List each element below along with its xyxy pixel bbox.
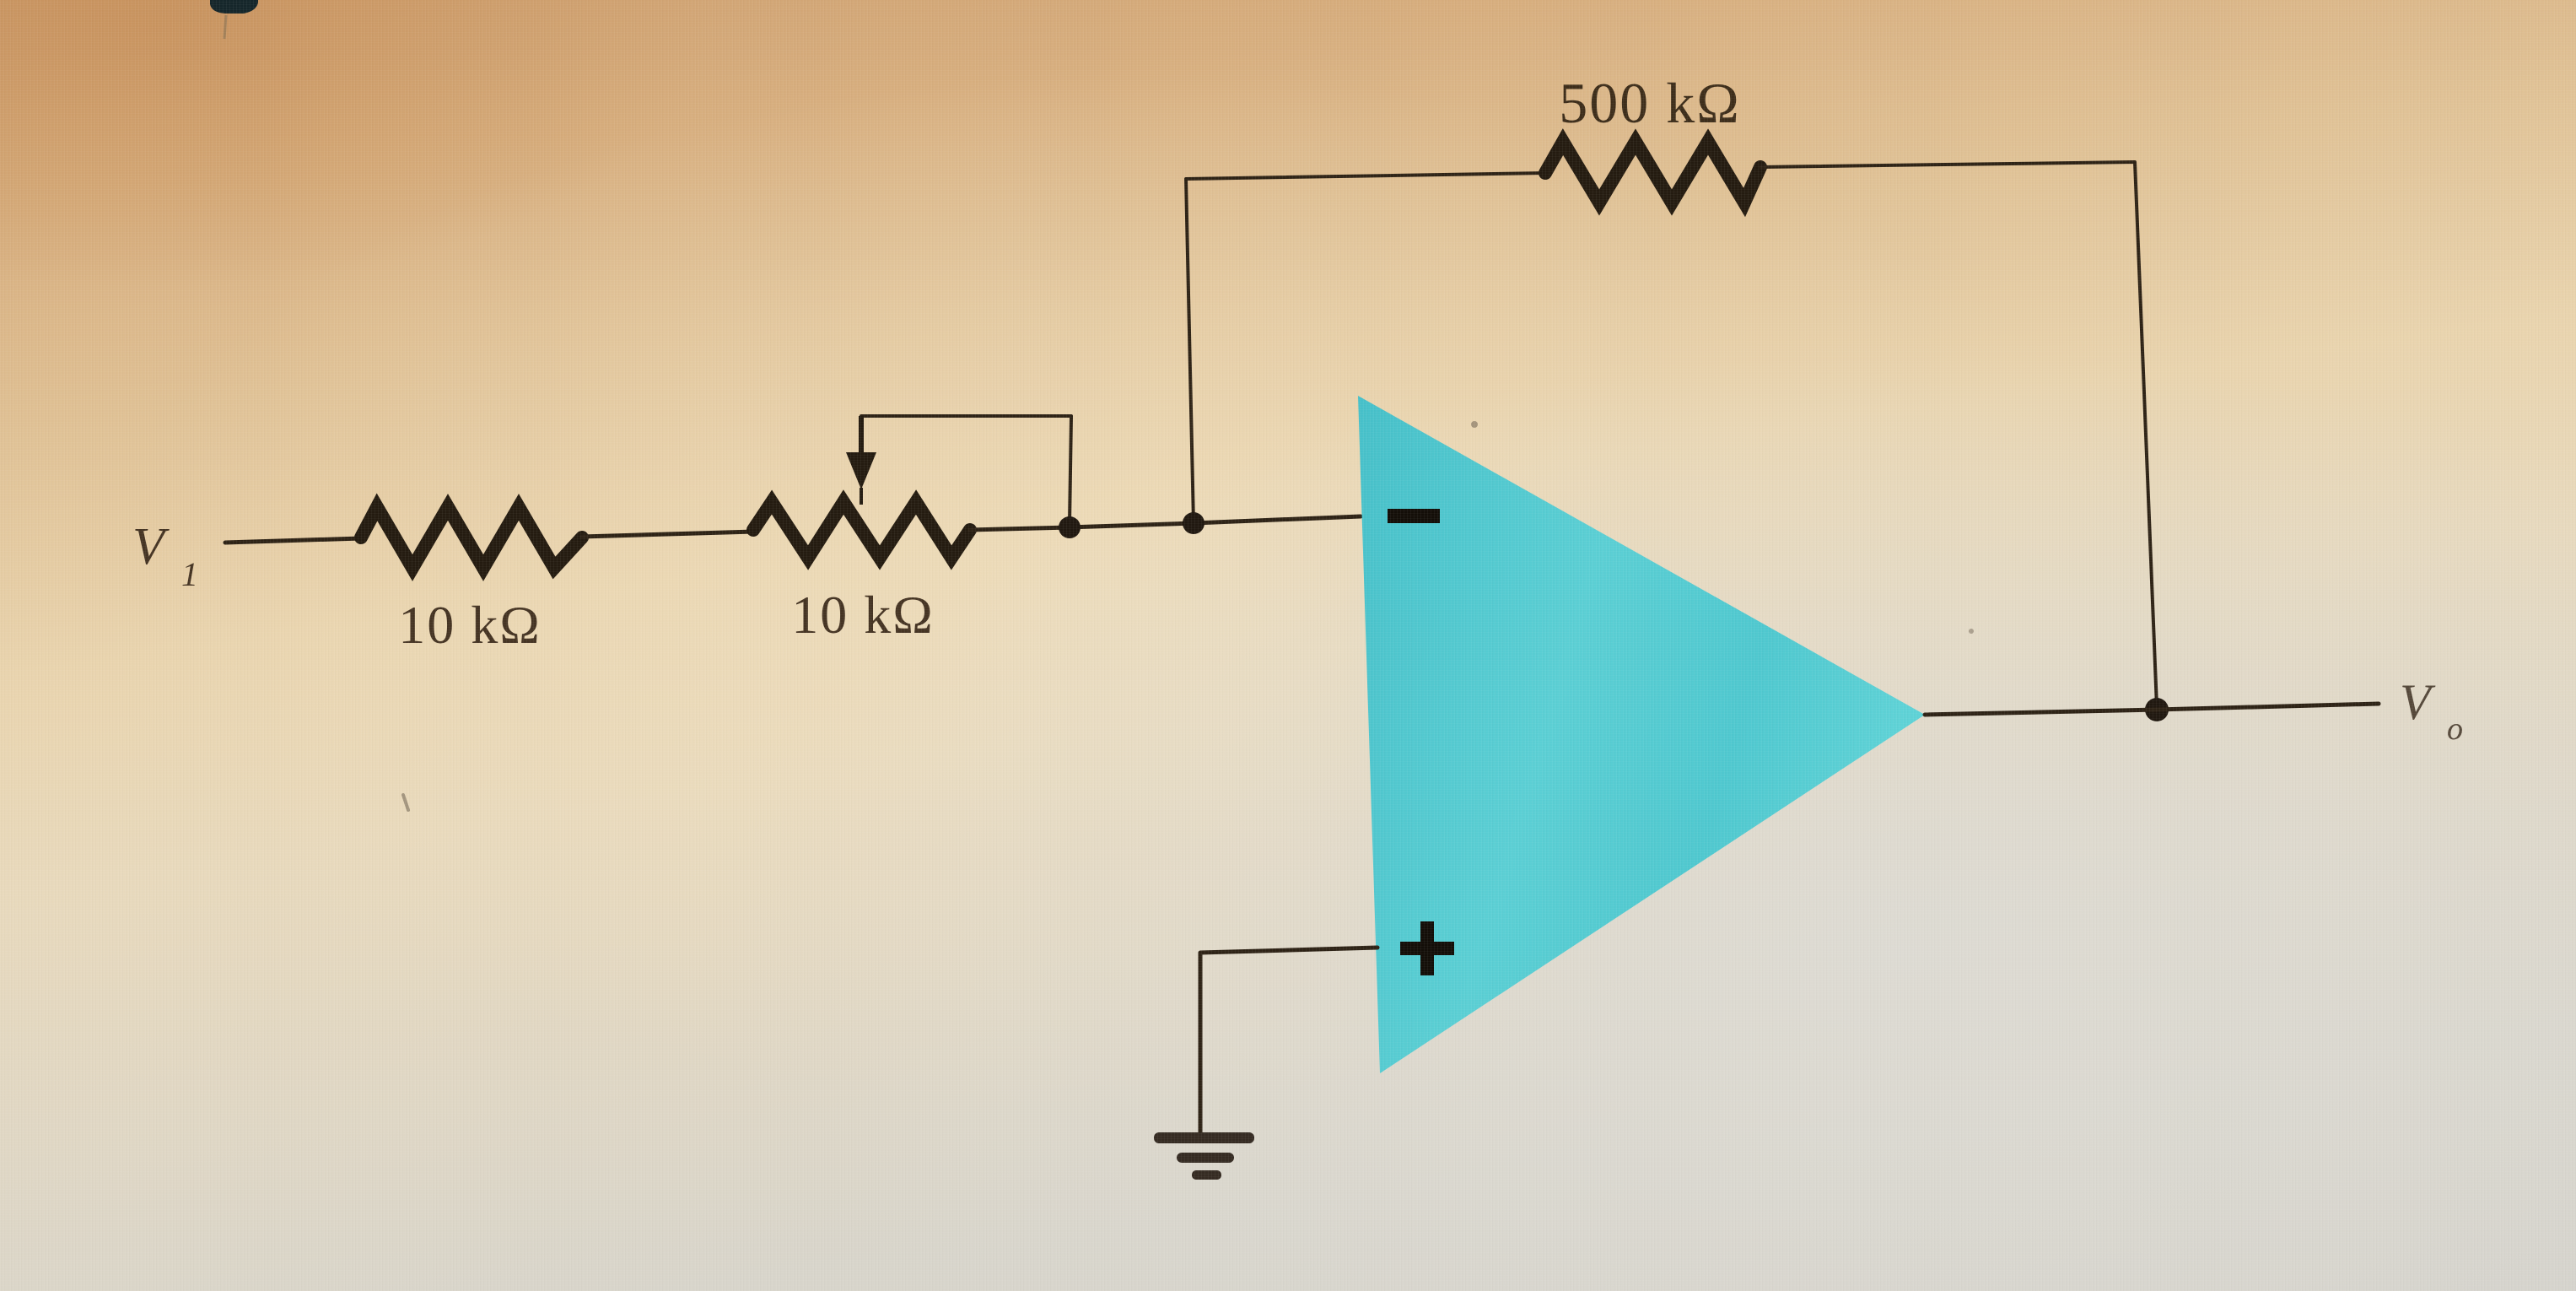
wiper-arrow-icon xyxy=(846,416,876,505)
input-voltage-label: V xyxy=(132,518,170,575)
stray-mark xyxy=(210,0,258,40)
potentiometer-resistor xyxy=(746,489,977,570)
inverting-input-minus-icon: − xyxy=(1388,509,1440,523)
opamp-triangle xyxy=(1358,396,1925,1073)
feedback-resistor-value: 500 kΩ xyxy=(1559,71,1741,135)
feedback-wire-right xyxy=(1759,160,2158,709)
feedback-wire-left xyxy=(1184,171,1547,525)
inverting-input-wire xyxy=(967,514,1363,532)
potentiometer-value: 10 kΩ xyxy=(791,585,935,645)
noninverting-input-wire xyxy=(1198,945,1380,1137)
wiper-loop-wire xyxy=(860,414,1073,527)
input-wire xyxy=(223,536,364,545)
input-voltage-subscript: 1 xyxy=(181,555,198,593)
feedback-resistor xyxy=(1539,128,1767,218)
input-resistor-value: 10 kΩ xyxy=(398,595,542,655)
noninverting-input-plus-icon: + xyxy=(1400,921,1454,975)
output-voltage-subscript: o xyxy=(2447,711,2463,747)
ground-icon xyxy=(1154,1132,1254,1180)
middle-wire xyxy=(579,529,756,539)
junction-dot-feedback xyxy=(1183,512,1204,534)
output-wire xyxy=(1922,701,2381,717)
output-voltage-label: V xyxy=(2400,674,2436,730)
input-resistor xyxy=(354,493,589,581)
junction-dot-wiper xyxy=(1059,516,1081,538)
dust-specks xyxy=(401,421,1974,812)
